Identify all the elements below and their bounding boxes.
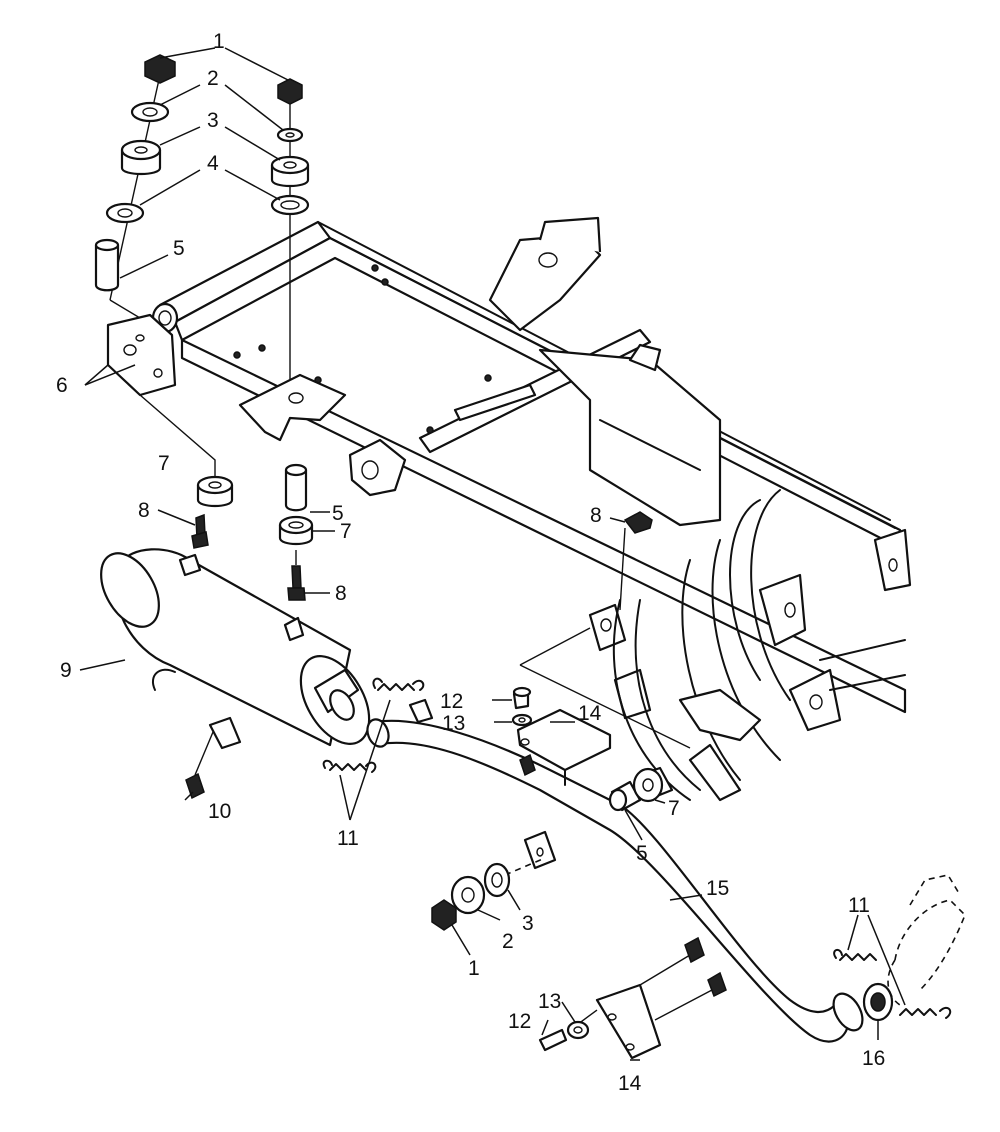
callout-14-upper: 14: [578, 702, 602, 725]
callout-7-left: 7: [158, 452, 170, 475]
callout-15: 15: [706, 877, 729, 900]
pipe-bracket-upper: [511, 686, 612, 786]
pipe-bracket-lower: [538, 936, 727, 1060]
callout-3-top: 3: [207, 109, 219, 132]
callout-12-lower: 12: [508, 1010, 531, 1033]
spacer-grommet-right: [608, 766, 674, 812]
callout-1-top: 1: [213, 30, 225, 53]
springs-muffler: [322, 677, 425, 773]
callout-3-lower: 3: [522, 912, 534, 935]
exhaust-pipe: [366, 698, 864, 1043]
callout-8-center: 8: [335, 582, 347, 605]
muffler: [100, 548, 371, 800]
callout-8-left: 8: [138, 499, 150, 522]
callout-5-top: 5: [173, 237, 185, 260]
callout-11-right: 11: [848, 894, 870, 917]
springs-right: [833, 948, 952, 1019]
callout-8-right: 8: [590, 504, 602, 527]
bracket-plate: [106, 313, 216, 480]
grommet-left: [191, 475, 234, 549]
callout-9: 9: [60, 659, 72, 682]
right-hardware-stack: [270, 78, 310, 380]
callout-14-lower: 14: [618, 1072, 642, 1095]
left-hardware-stack: [94, 54, 176, 331]
callout-13-lower: 13: [538, 990, 561, 1013]
callout-7-right: 7: [668, 797, 680, 820]
callout-2-lower: 2: [502, 930, 514, 953]
callout-7-center: 7: [340, 520, 352, 543]
callout-5-right: 5: [636, 842, 648, 865]
callout-6: 6: [56, 374, 68, 397]
callout-13-upper: 13: [442, 712, 465, 735]
callout-1-lower: 1: [468, 957, 480, 980]
exhaust-gasket: [862, 982, 894, 1022]
spacer-center: [278, 463, 314, 601]
callout-11-left: 11: [337, 827, 359, 850]
leader-lines: [79, 47, 906, 1061]
callout-16: 16: [862, 1047, 885, 1070]
lower-hardware-stack: [431, 857, 546, 931]
callout-4-top: 4: [207, 152, 219, 175]
callout-2-top: 2: [207, 67, 219, 90]
callout-10: 10: [208, 800, 231, 823]
frame-bolt-right: [619, 511, 653, 611]
engine-outlet-outline: [887, 874, 966, 1006]
callout-labels: 1 2 3 4 5 6 7 8 5 7 8 8 9 10 12 13 14 11…: [56, 30, 885, 1095]
callout-5-center: 5: [332, 502, 344, 525]
frame-assembly: [151, 216, 912, 802]
callout-12-upper: 12: [440, 690, 463, 713]
